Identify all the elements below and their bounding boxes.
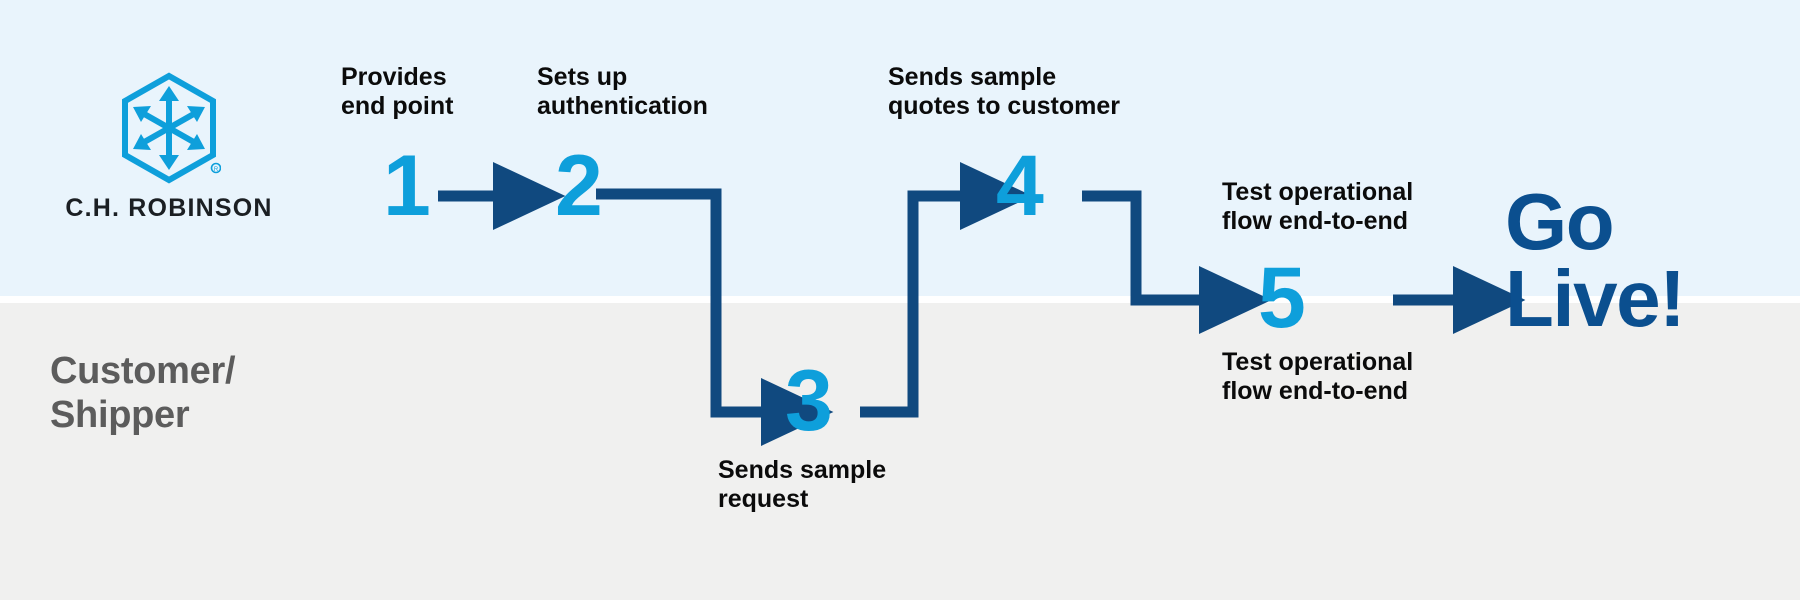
go-live-label: Go Live! xyxy=(1505,177,1686,343)
svg-text:R: R xyxy=(214,167,219,173)
step-4-number: 4 xyxy=(996,138,1044,234)
step-3-caption: Sends sample request xyxy=(718,456,887,513)
step-1-caption: Provides end point xyxy=(341,63,454,120)
step-2-caption: Sets up authentication xyxy=(537,63,708,120)
hexagon-arrows-logo: R xyxy=(122,72,221,184)
lane-label-customer-shipper: Customer/ Shipper xyxy=(50,350,236,436)
step-5-caption-above: Test operational flow end-to-end xyxy=(1222,178,1414,235)
step-5-number: 5 xyxy=(1258,250,1306,346)
step-4-caption: Sends sample quotes to customer xyxy=(888,63,1120,120)
brand-wordmark: C.H. ROBINSON xyxy=(65,194,273,222)
lane-band-customer-shipper xyxy=(0,303,1800,600)
step-5-caption-below: Test operational flow end-to-end xyxy=(1222,348,1414,405)
step-2-number: 2 xyxy=(555,138,603,234)
brand-logo-block: R C.H. ROBINSON xyxy=(44,72,294,223)
step-1-number: 1 xyxy=(383,138,431,234)
step-3-number: 3 xyxy=(785,353,833,449)
